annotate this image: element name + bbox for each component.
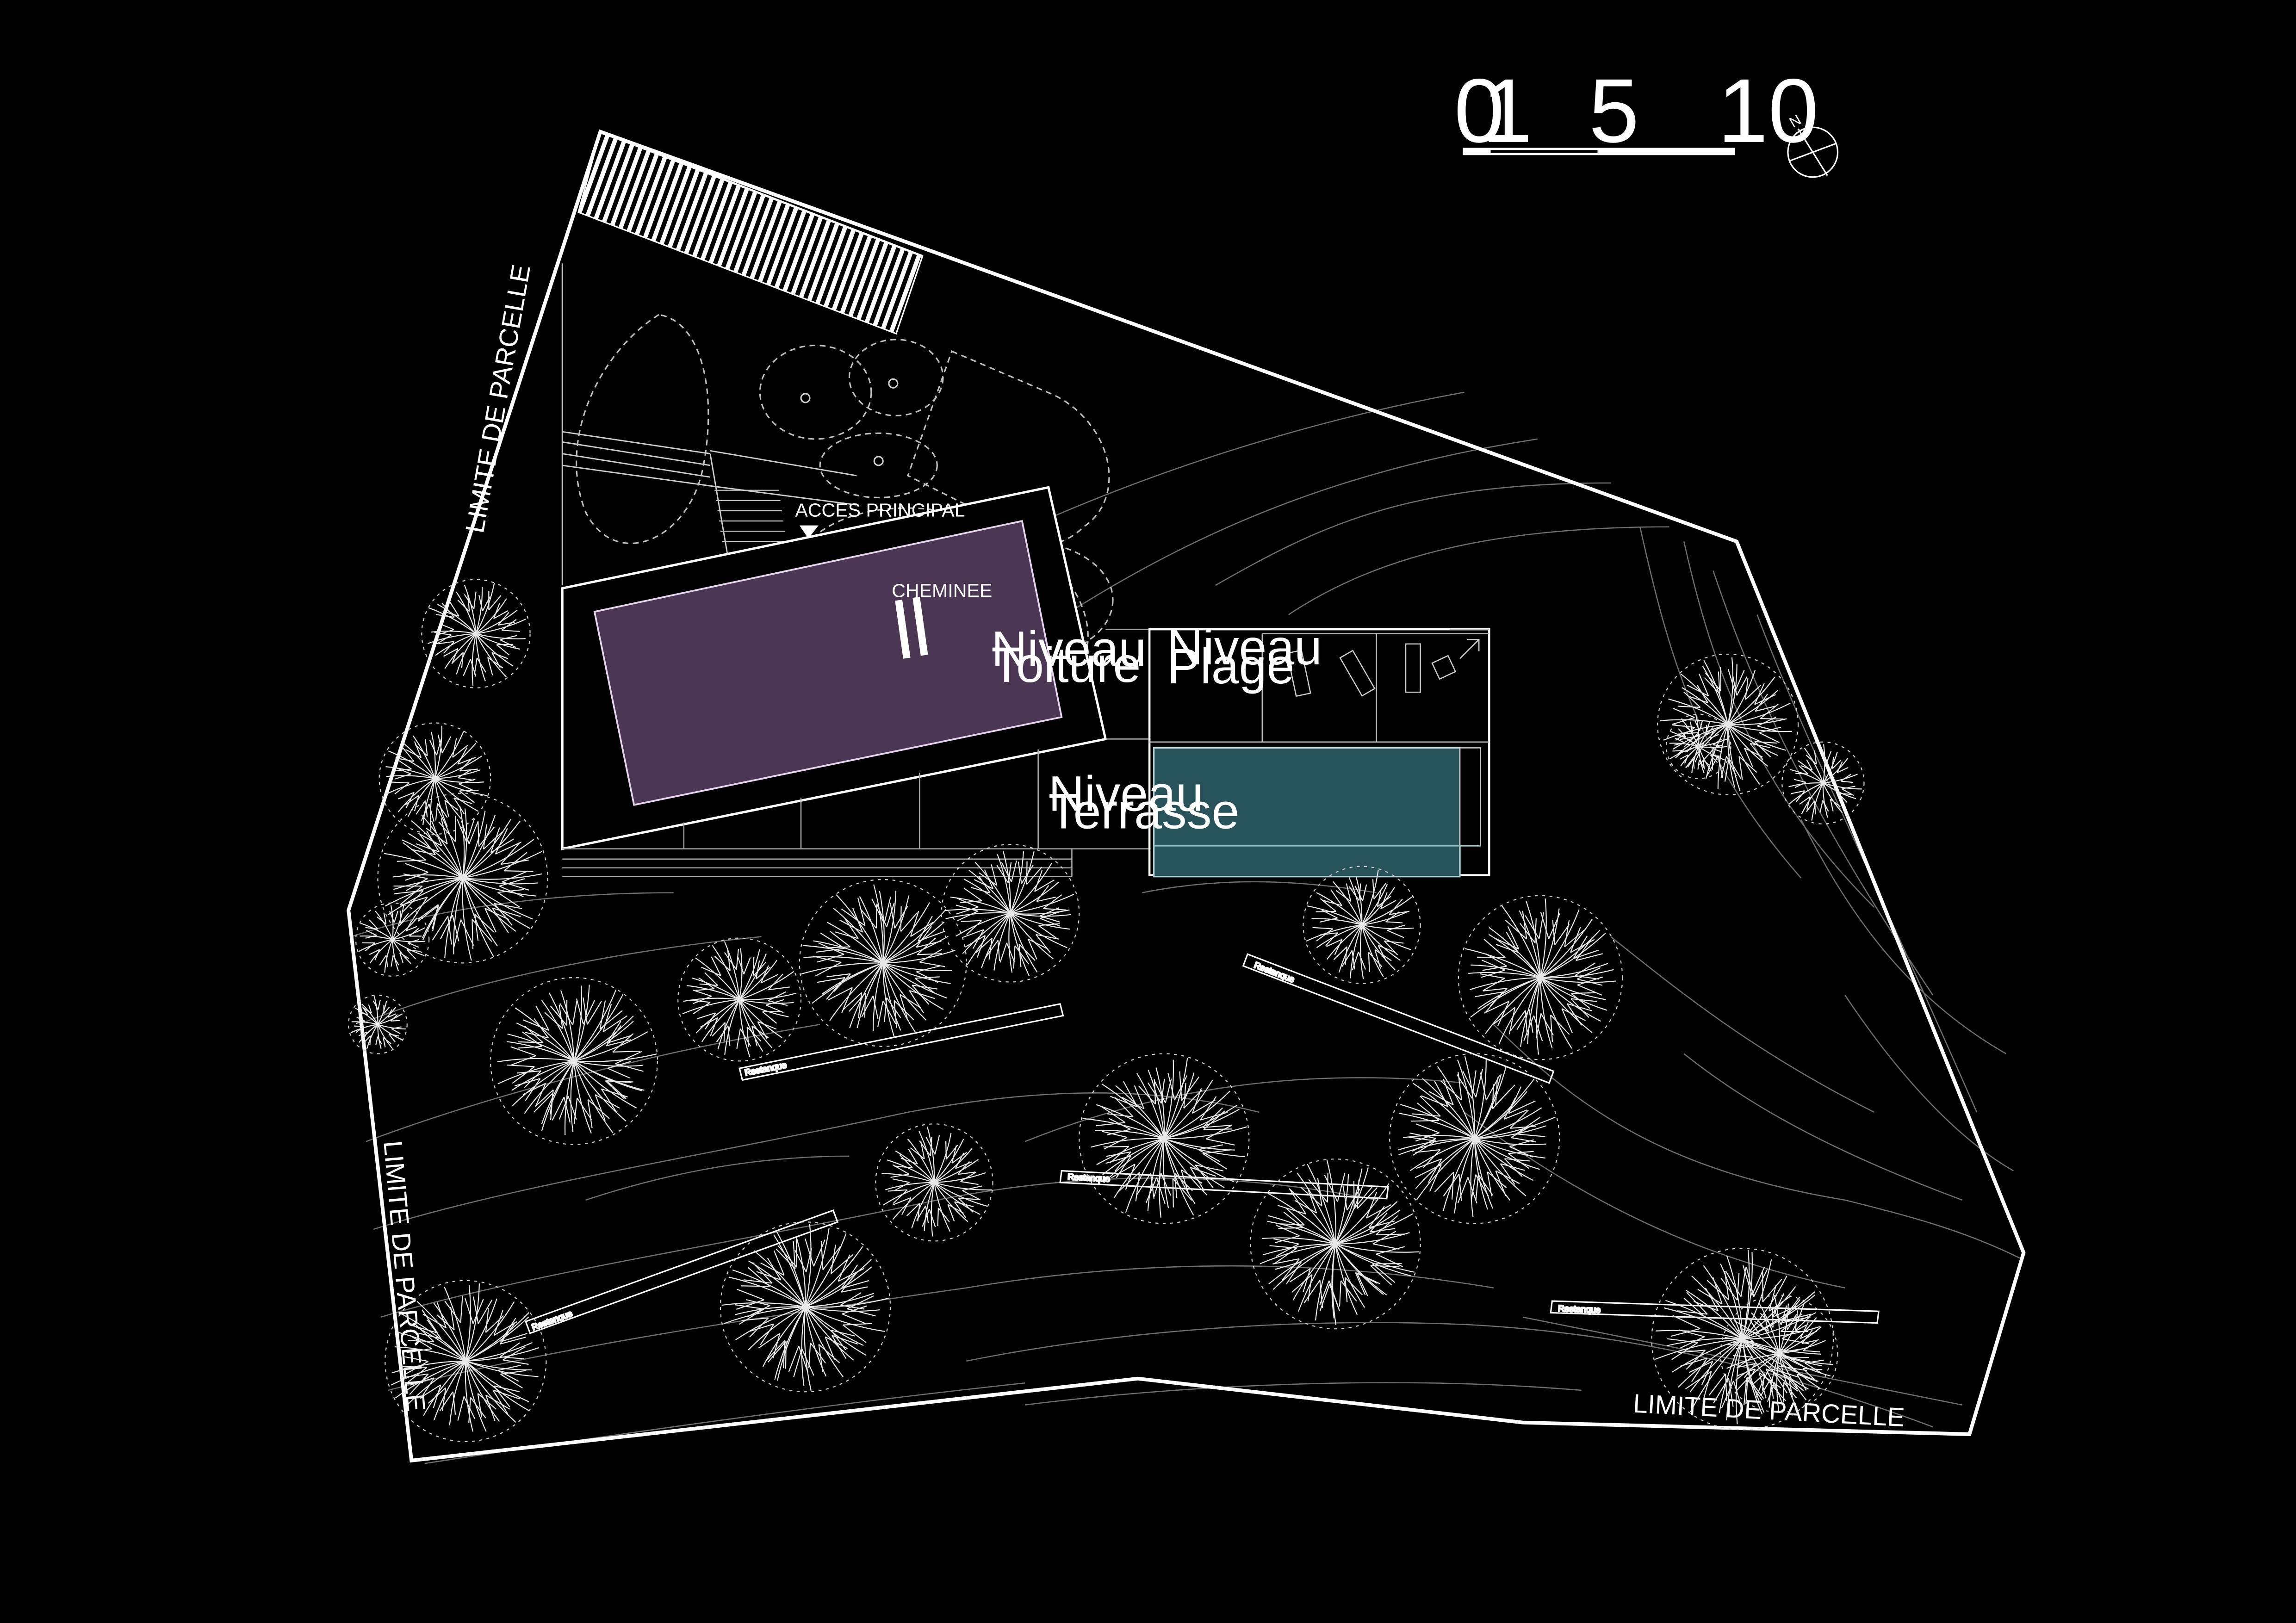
tree-icon	[355, 902, 430, 977]
scale-tick-5: 5	[1589, 60, 1639, 161]
tree-icon	[348, 994, 408, 1054]
tree-icon	[379, 722, 491, 835]
access-path	[561, 263, 857, 586]
stairs-hatch	[577, 130, 924, 335]
roof-slab	[593, 520, 1063, 806]
parcel-limit-label-west: LIMITE DE PARCELLE	[460, 262, 536, 535]
tree-icon	[1389, 1053, 1560, 1224]
contour-lines	[351, 391, 2021, 1464]
zone-plage-line1: Niveau	[1167, 619, 1322, 675]
parcel-boundary	[347, 129, 2026, 1463]
tree-icon	[799, 879, 967, 1047]
tree-icon	[1781, 741, 1865, 824]
tree-icon	[677, 937, 802, 1062]
scale-bar: 0 1 5 10	[1454, 60, 1818, 161]
restanques: Restanque Restanque Restanque Restanque …	[525, 953, 1880, 1334]
access-label: ACCES PRINCIPAL	[795, 500, 965, 521]
tree-icon	[1303, 866, 1421, 984]
scale-tick-1: 1	[1482, 60, 1533, 161]
north-arrow-icon: N	[1787, 111, 1839, 178]
zone-toiture-line2: Toiture	[991, 637, 1141, 693]
tree-icon	[490, 977, 658, 1145]
tree-icon	[1250, 1158, 1421, 1330]
swimming-pool	[1153, 747, 1461, 878]
tree-icon	[1079, 1053, 1250, 1224]
tree-icon	[1458, 895, 1623, 1060]
chimney-icon	[895, 596, 928, 659]
scale-tick-10: 10	[1718, 60, 1818, 161]
tree-icon	[1720, 1295, 1838, 1413]
zone-plage-line2: Plage	[1167, 638, 1294, 694]
pool-edge	[1459, 747, 1481, 847]
zone-terrasse-line2: Terrasse	[1049, 783, 1240, 839]
tree-icon	[875, 1123, 993, 1242]
trees-group	[348, 579, 1865, 1442]
tree-icon	[720, 1221, 891, 1393]
tree-icon	[421, 579, 531, 688]
restanque-wall: Restanque	[1242, 953, 1555, 1084]
tree-icon	[1657, 653, 1799, 795]
scale-tick-0: 0	[1454, 60, 1504, 161]
terrace-lines	[562, 628, 1150, 878]
beach-grid	[1149, 628, 1489, 743]
tree-icon	[941, 844, 1080, 983]
chimney-label: CHEMINEE	[892, 580, 992, 601]
restanque-wall: Restanque	[738, 1003, 1064, 1081]
svg-text:Restanque: Restanque	[1558, 1304, 1601, 1315]
zone-toiture-line1: Niveau	[991, 621, 1146, 676]
sun-loungers	[1286, 639, 1480, 697]
tree-icon	[385, 1280, 547, 1442]
tree-icon	[1666, 713, 1731, 779]
tree-icon	[377, 793, 548, 964]
zone-terrasse-line1: Niveau	[1049, 766, 1204, 821]
access-arrow-icon	[799, 525, 819, 539]
